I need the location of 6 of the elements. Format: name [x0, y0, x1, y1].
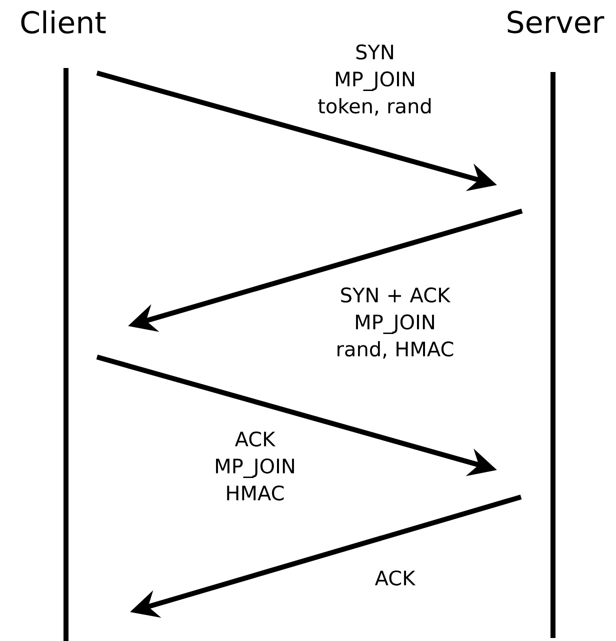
participant-lifeline: Client: [21, 10, 106, 641]
participant-lifeline: Server: [508, 10, 604, 638]
edge-label: SYN MP_JOIN token, rand: [318, 44, 431, 116]
edge-label: SYN + ACK MP_JOIN rand, HMAC: [338, 287, 454, 359]
edge-label: ACK MP_JOIN HMAC: [216, 431, 294, 501]
edge-label: ACK: [374, 570, 416, 586]
